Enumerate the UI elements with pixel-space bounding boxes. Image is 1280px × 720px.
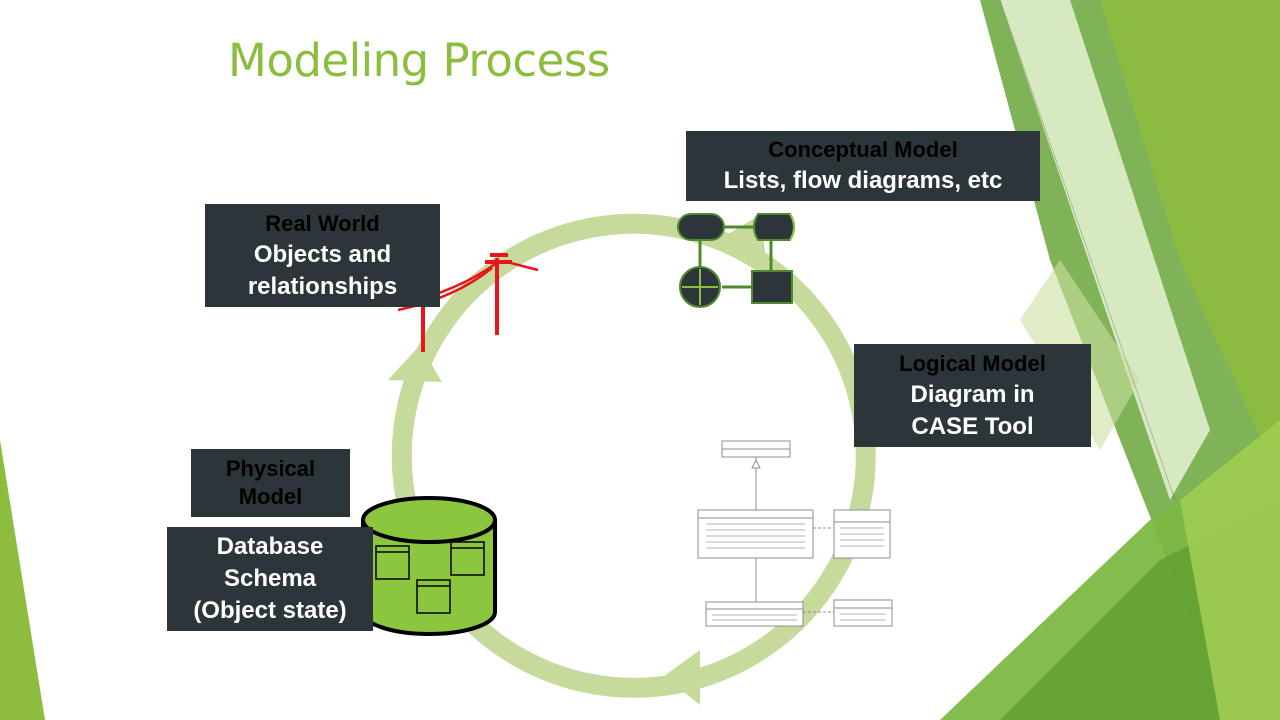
physical-model-heading-line1: Physical: [225, 456, 316, 481]
real-world-line2: Objects and: [253, 240, 392, 268]
real-world-box: Real World Objects and relationships: [205, 204, 440, 307]
conceptual-model-heading: Conceptual Model: [768, 137, 958, 162]
database-schema-box: Database Schema (Object state): [167, 527, 373, 631]
database-schema-line1: Database: [216, 533, 324, 560]
physical-model-box: Physical Model: [191, 449, 350, 517]
logical-model-box: Logical Model Diagram in CASE Tool: [854, 344, 1091, 447]
physical-model-heading-line2: Model: [238, 484, 303, 509]
cycle-arrow-left: [388, 345, 442, 382]
cycle-ring-lower: [694, 418, 876, 689]
slide-title: Modeling Process: [228, 34, 610, 87]
real-world-heading: Real World: [265, 210, 380, 236]
conceptual-model-line2: Lists, flow diagrams, etc: [723, 167, 1003, 194]
cycle-arrow-bottom: [664, 650, 700, 705]
database-cylinder-icon: [361, 496, 497, 636]
real-world-line3: relationships: [247, 272, 398, 300]
uml-class-diagram-icon: [697, 440, 893, 627]
database-schema-line2: Schema: [223, 565, 317, 592]
logical-model-heading: Logical Model: [899, 350, 1046, 376]
database-schema-line3: (Object state): [193, 597, 347, 624]
flow-diagram-icon: [677, 213, 795, 308]
logical-model-line3: CASE Tool: [911, 412, 1034, 440]
logical-model-line2: Diagram in: [910, 380, 1035, 408]
conceptual-model-box: Conceptual Model Lists, flow diagrams, e…: [686, 131, 1040, 201]
